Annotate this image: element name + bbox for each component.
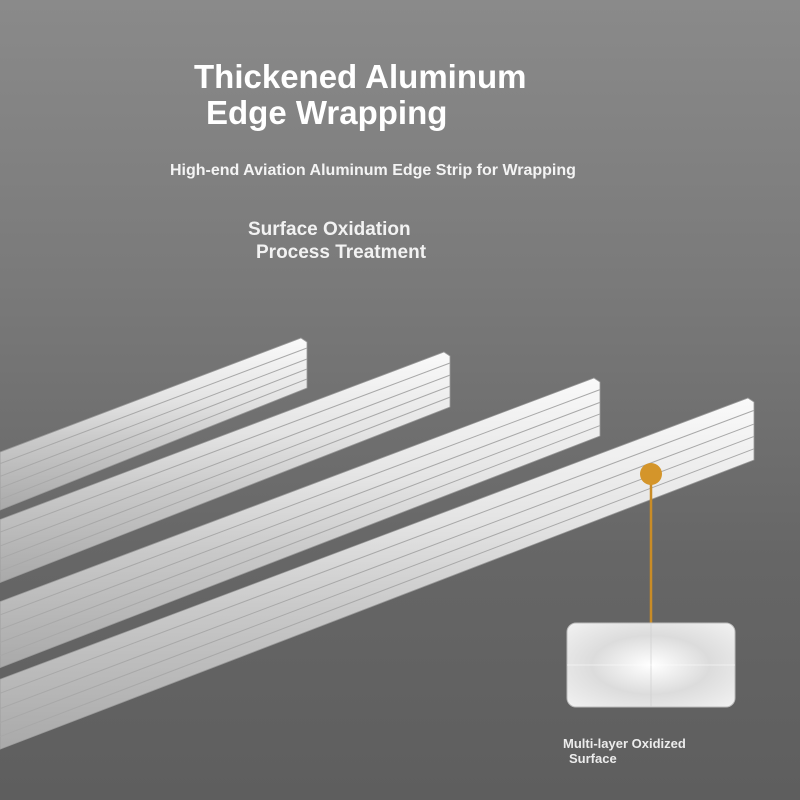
treatment-line-2: Process Treatment — [256, 242, 427, 263]
callout-dot — [640, 463, 662, 485]
headline-line-2: Edge Wrapping — [206, 94, 448, 131]
treatment-line-1: Surface Oxidation — [248, 219, 411, 240]
aluminum-strip — [0, 337, 308, 511]
aluminum-strip — [0, 377, 601, 669]
callout-caption-line-1: Multi-layer Oxidized — [563, 736, 686, 751]
headline-line-1: Thickened Aluminum — [194, 58, 527, 95]
subtitle: High-end Aviation Aluminum Edge Strip fo… — [170, 162, 576, 179]
aluminum-strip — [0, 397, 755, 750]
aluminum-strip — [0, 351, 451, 583]
callout-caption-line-2: Surface — [569, 751, 617, 766]
